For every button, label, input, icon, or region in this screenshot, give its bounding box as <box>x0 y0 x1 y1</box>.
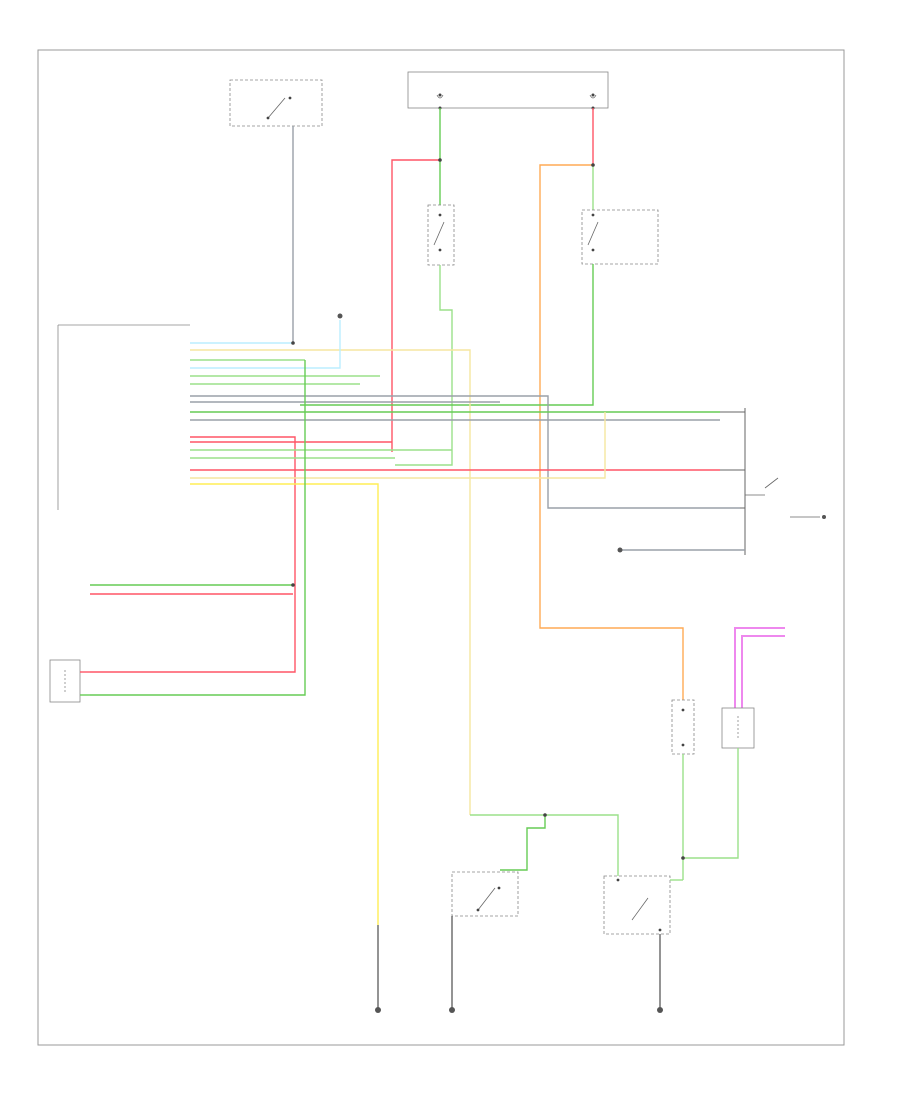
diagram-frame <box>37 49 845 1046</box>
pin-wire-2 <box>190 349 471 815</box>
brake-on-off-switch <box>603 875 671 935</box>
wire-green-clutch-out <box>300 264 594 406</box>
pin-wire-16 <box>190 412 606 479</box>
wire-magenta-2 <box>741 635 785 708</box>
speed-control-module <box>57 324 190 510</box>
transmission-connector <box>337 313 343 319</box>
junction-dots <box>291 158 685 860</box>
vss <box>721 707 755 749</box>
fuse-panel-top <box>407 71 609 110</box>
wire-green-bottom <box>500 815 546 871</box>
ignition-switch-bottom <box>451 871 519 917</box>
pin-wire-4 <box>190 320 341 369</box>
wire-red-brake <box>391 159 440 452</box>
ground-center <box>449 1007 455 1013</box>
pin-wire-yellow <box>190 483 379 925</box>
wire-lgreen-bottom <box>470 814 619 880</box>
ground-left <box>375 1007 381 1013</box>
ignition-switch-top <box>229 79 323 127</box>
connector-dot <box>617 547 623 553</box>
clutch-switch <box>581 209 659 265</box>
wire-green-diff <box>90 360 306 696</box>
wire-orange <box>539 164 684 700</box>
wire-magenta <box>734 627 785 708</box>
ground-right <box>657 1007 663 1013</box>
brake-sensor <box>671 699 695 755</box>
right-switch-group <box>720 408 826 555</box>
pin-wire-7 <box>190 395 740 509</box>
differential-sensor <box>49 659 81 703</box>
wire-vss-out <box>683 748 739 859</box>
pin-wire-11 <box>90 436 296 673</box>
brake-pedal-switch <box>427 204 455 266</box>
wire-lgreen-bps <box>395 265 453 466</box>
